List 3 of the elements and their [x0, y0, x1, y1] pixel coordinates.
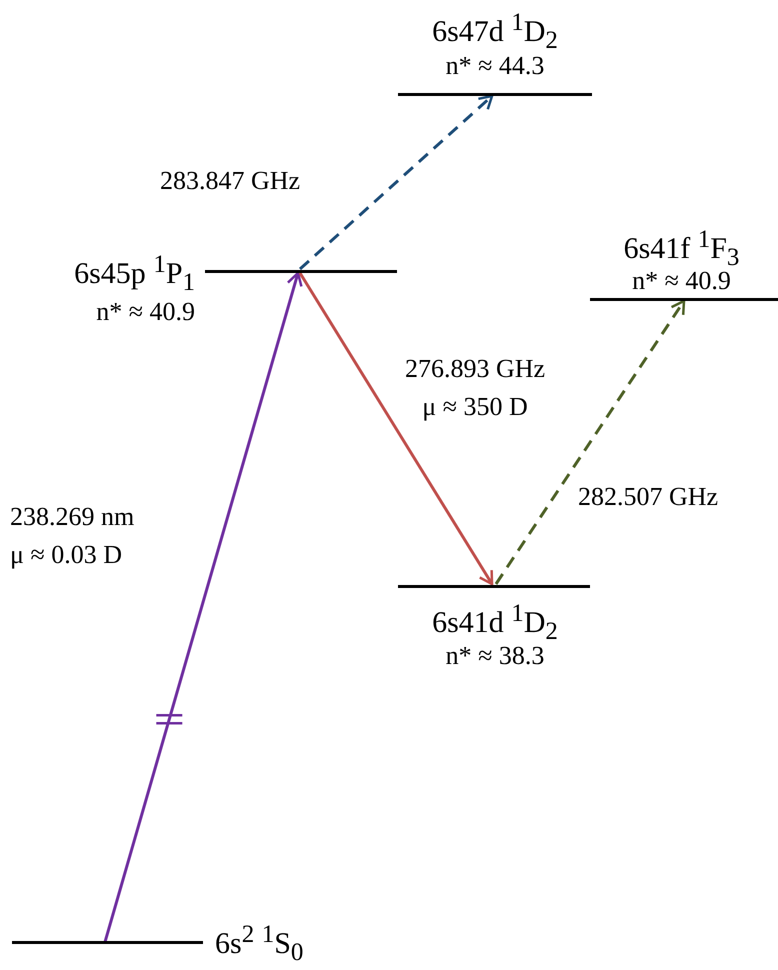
- state-label: 6s$^{2}$ $^{1}$S$_{0}$: [215, 920, 304, 968]
- effective-quantum-number: n* ≈ 40.9: [95, 296, 195, 328]
- state-label: 6s45p $^{1}$P$_{1}$: [73, 250, 195, 298]
